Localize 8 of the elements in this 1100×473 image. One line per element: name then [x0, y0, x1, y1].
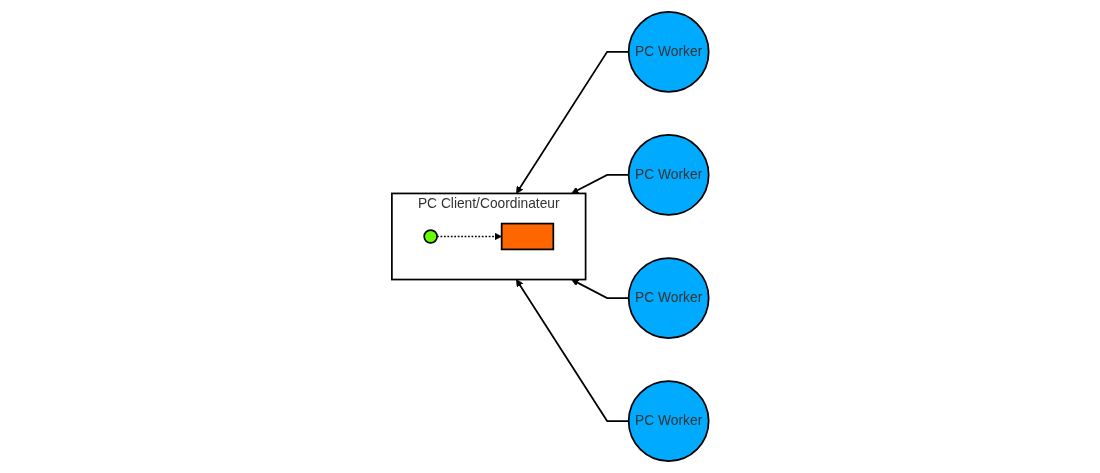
node-circle: PC Worker	[627, 380, 710, 462]
node-bar	[500, 222, 554, 251]
node-circle: PC Worker	[627, 134, 710, 216]
arrow	[435, 232, 502, 241]
node-circle: PC Worker	[627, 11, 710, 93]
node-circle: PC Worker	[627, 257, 710, 339]
node-circle	[423, 229, 438, 244]
cluster: PC Client/Coordinateur	[390, 192, 587, 281]
